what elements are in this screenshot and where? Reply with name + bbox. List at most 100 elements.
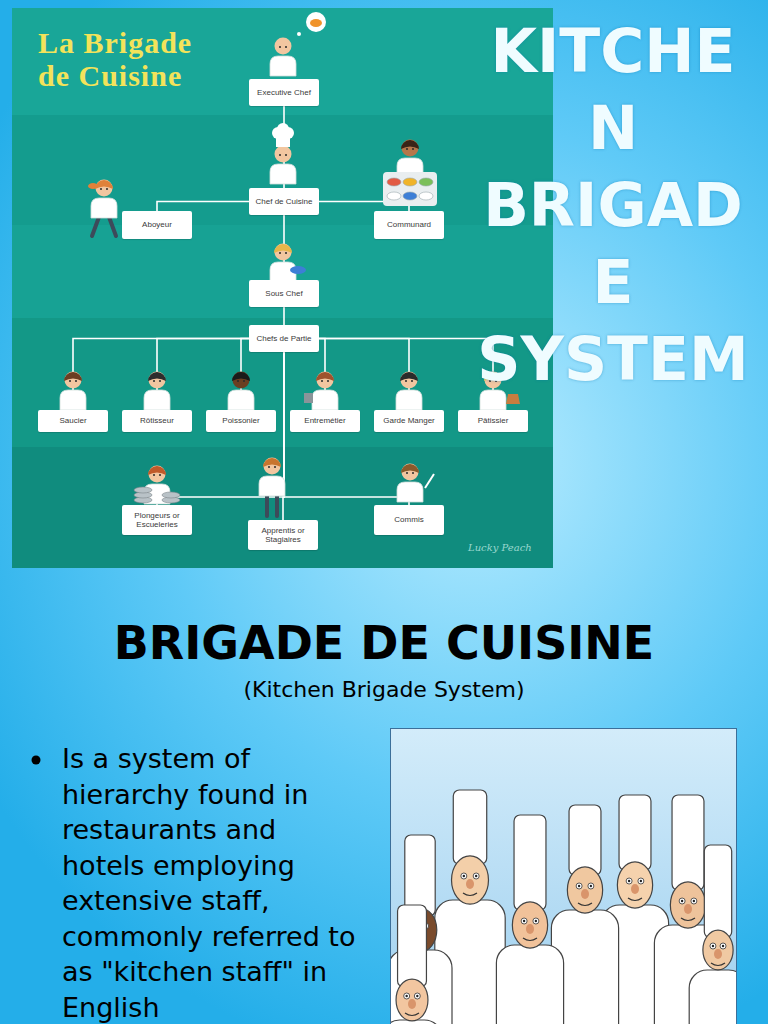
chef-figure (88, 180, 117, 237)
figure-head (149, 372, 166, 389)
figure-eye (69, 380, 71, 382)
chef-nose (581, 889, 589, 899)
figure-body (270, 164, 296, 184)
figure-hair (316, 372, 334, 381)
plate (387, 192, 401, 200)
chef-face (670, 882, 705, 928)
connector-line (283, 307, 285, 325)
chef-face (396, 979, 428, 1021)
chef-mouth (405, 1013, 419, 1016)
chef-figure (312, 372, 338, 411)
knife (425, 474, 434, 488)
chef-eye (638, 878, 644, 884)
figure-eye (279, 154, 281, 156)
chef-pupil (416, 995, 418, 997)
chef-eye (691, 898, 697, 904)
cartoon-frame (391, 729, 737, 1024)
cartoon-chef (496, 815, 563, 1024)
figure-hair (263, 458, 281, 467)
chart-title: La Brigade de Cuisine (38, 26, 218, 92)
chef-hat (398, 905, 427, 987)
role-name: Aboyeur (142, 220, 172, 229)
plate (419, 178, 433, 186)
figure-hair (95, 180, 113, 189)
chef-eye (576, 883, 582, 889)
figure-eye (411, 380, 413, 382)
figure-hair (400, 372, 418, 381)
chef-figure (270, 38, 296, 77)
chef-pupil (405, 995, 407, 997)
cartoon-chef (390, 835, 452, 1024)
chef-pupil (628, 880, 630, 882)
cake (506, 394, 520, 404)
chart-band (12, 225, 553, 318)
role-name: Sous Chef (265, 289, 302, 298)
chef-hat (672, 795, 704, 890)
bullet-text: Is a system of hierarchy found in restau… (62, 741, 357, 1024)
figure-hair (64, 372, 82, 381)
figure-eye (406, 472, 408, 474)
role-box: Garde Manger (374, 410, 444, 432)
figure-body (228, 390, 254, 410)
bowl (290, 266, 306, 274)
chef-face (512, 902, 547, 948)
figure-eye (285, 154, 287, 156)
figure-eye (405, 380, 407, 382)
figure-body (144, 390, 170, 410)
role-box: Plongeurs or Escueleries (122, 505, 192, 535)
chef-nose (526, 924, 534, 934)
slide-subheading: (Kitchen Brigade System) (0, 676, 768, 704)
chef-figure (270, 123, 296, 184)
figure-eye (268, 466, 270, 468)
chef-pupil (722, 945, 724, 947)
chef-pupil (640, 880, 642, 882)
figure-eye (153, 474, 155, 476)
role-box: Pâtissier (458, 410, 528, 432)
role-name: Executive Chef (257, 88, 311, 97)
chef-figure (270, 244, 296, 283)
figure-head (401, 372, 418, 389)
chef-mouth (628, 898, 642, 901)
figure-eye (285, 252, 287, 254)
figure-hair (274, 244, 292, 253)
figure-eye (159, 380, 161, 382)
figure-eye (327, 380, 329, 382)
role-box: Entremétier (290, 410, 360, 432)
figure-body (259, 476, 285, 496)
cartoon-chef (390, 905, 442, 1024)
chef-pupil (681, 900, 683, 902)
slide-title: KITCHEN BRIGADE SYSTEM (471, 13, 755, 398)
pot (304, 393, 313, 403)
role-name: Plongeurs or Escueleries (125, 511, 189, 529)
chef-hat (619, 795, 651, 870)
role-box: Apprentis or Stagiaires (248, 520, 318, 550)
connector-line (157, 202, 249, 212)
role-box: Communard (374, 211, 444, 239)
figure-hair (148, 466, 166, 475)
chef-eye (414, 993, 420, 999)
role-box: Aboyeur (122, 211, 192, 239)
role-box: Chefs de Partie (249, 325, 319, 352)
figure-eye (75, 380, 77, 382)
figure-head (402, 464, 419, 481)
figure-hair (232, 372, 250, 381)
chef-hat (514, 815, 546, 910)
figure-body (60, 390, 86, 410)
bullet-text-box: Is a system of hierarchy found in restau… (62, 741, 357, 1024)
chef-mouth (523, 938, 537, 941)
role-box: Saucier (38, 410, 108, 432)
plate (403, 192, 417, 200)
chef-coat (496, 945, 563, 1024)
chef-figure (144, 372, 170, 411)
role-box: Commis (374, 505, 444, 535)
thought-dot (297, 32, 301, 36)
figure-head (275, 38, 292, 55)
chef-face (703, 930, 733, 970)
chef-eye (521, 918, 527, 924)
chef-coat (689, 970, 737, 1024)
figure-eye (237, 380, 239, 382)
chart-title-box: La Brigade de Cuisine (38, 26, 218, 92)
chef-hat (405, 835, 435, 916)
role-box: Executive Chef (249, 79, 319, 106)
chef-figure (259, 458, 285, 517)
